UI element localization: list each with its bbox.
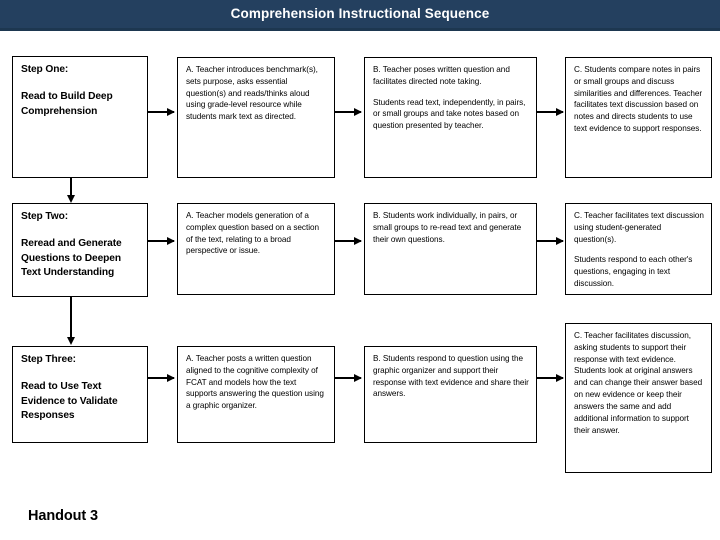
arrow-right-r3c1 [148, 373, 175, 382]
step-one-title: Step One: [21, 64, 69, 75]
arrow-right-r2c1 [148, 236, 175, 245]
header-banner [0, 0, 720, 31]
flow-cell-r2-a-text: A. Teacher models generation of a comple… [186, 211, 319, 256]
flow-cell-r1-b-text-1: B. Teacher poses written question and fa… [373, 65, 510, 86]
arrow-right-r2c3 [537, 236, 564, 245]
flow-cell-r2-c-text-1: C. Teacher facilitates text discussion u… [574, 211, 704, 244]
flow-cell-r3-c-text: C. Teacher facilitates discussion, askin… [574, 331, 703, 435]
flow-cell-r2-b: B. Students work individually, in pairs,… [364, 203, 537, 295]
flow-cell-r1-c: C. Students compare notes in pairs or sm… [565, 57, 712, 178]
step-one-name: Read to Build Deep Comprehension [21, 91, 113, 117]
arrow-down-step-two-to-three [66, 297, 75, 345]
step-three-name: Read to Use Text Evidence to Validate Re… [21, 381, 118, 422]
step-box-three: Step Three: Read to Use Text Evidence to… [12, 346, 148, 443]
flow-cell-r1-b: B. Teacher poses written question and fa… [364, 57, 537, 178]
flow-cell-r2-b-text: B. Students work individually, in pairs,… [373, 211, 522, 244]
arrow-right-r1c1 [148, 107, 175, 116]
step-two-name: Reread and Generate Questions to Deepen … [21, 238, 122, 279]
flow-cell-r1-c-text: C. Students compare notes in pairs or sm… [574, 65, 703, 134]
page-title: Comprehension Instructional Sequence [230, 6, 490, 21]
step-box-one: Step One: Read to Build Deep Comprehensi… [12, 56, 148, 178]
arrow-right-r1c3 [537, 107, 564, 116]
flow-cell-r3-b-text: B. Students respond to question using th… [373, 354, 529, 399]
arrow-right-r1c2 [335, 107, 362, 116]
flow-cell-r1-a: A. Teacher introduces benchmark(s), sets… [177, 57, 335, 178]
step-three-title: Step Three: [21, 354, 76, 365]
step-two-title: Step Two: [21, 211, 69, 222]
flow-cell-r2-a: A. Teacher models generation of a comple… [177, 203, 335, 295]
step-box-two: Step Two: Reread and Generate Questions … [12, 203, 148, 297]
arrow-right-r3c3 [537, 373, 564, 382]
flow-cell-r2-c-text-2: Students respond to each other's questio… [574, 255, 693, 289]
arrow-right-r3c2 [335, 373, 362, 382]
arrow-right-r2c2 [335, 236, 362, 245]
flow-cell-r1-a-text: A. Teacher introduces benchmark(s), sets… [186, 65, 318, 122]
flow-cell-r3-a: A. Teacher posts a written question alig… [177, 346, 335, 443]
handout-label: Handout 3 [28, 508, 98, 524]
flow-cell-r2-c: C. Teacher facilitates text discussion u… [565, 203, 712, 295]
flow-cell-r3-c: C. Teacher facilitates discussion, askin… [565, 323, 712, 473]
flow-cell-r1-b-text-2: Students read text, independently, in pa… [373, 97, 526, 131]
flow-cell-r3-b: B. Students respond to question using th… [364, 346, 537, 443]
arrow-down-step-one-to-two [66, 178, 75, 203]
flow-cell-r3-a-text: A. Teacher posts a written question alig… [186, 354, 324, 411]
